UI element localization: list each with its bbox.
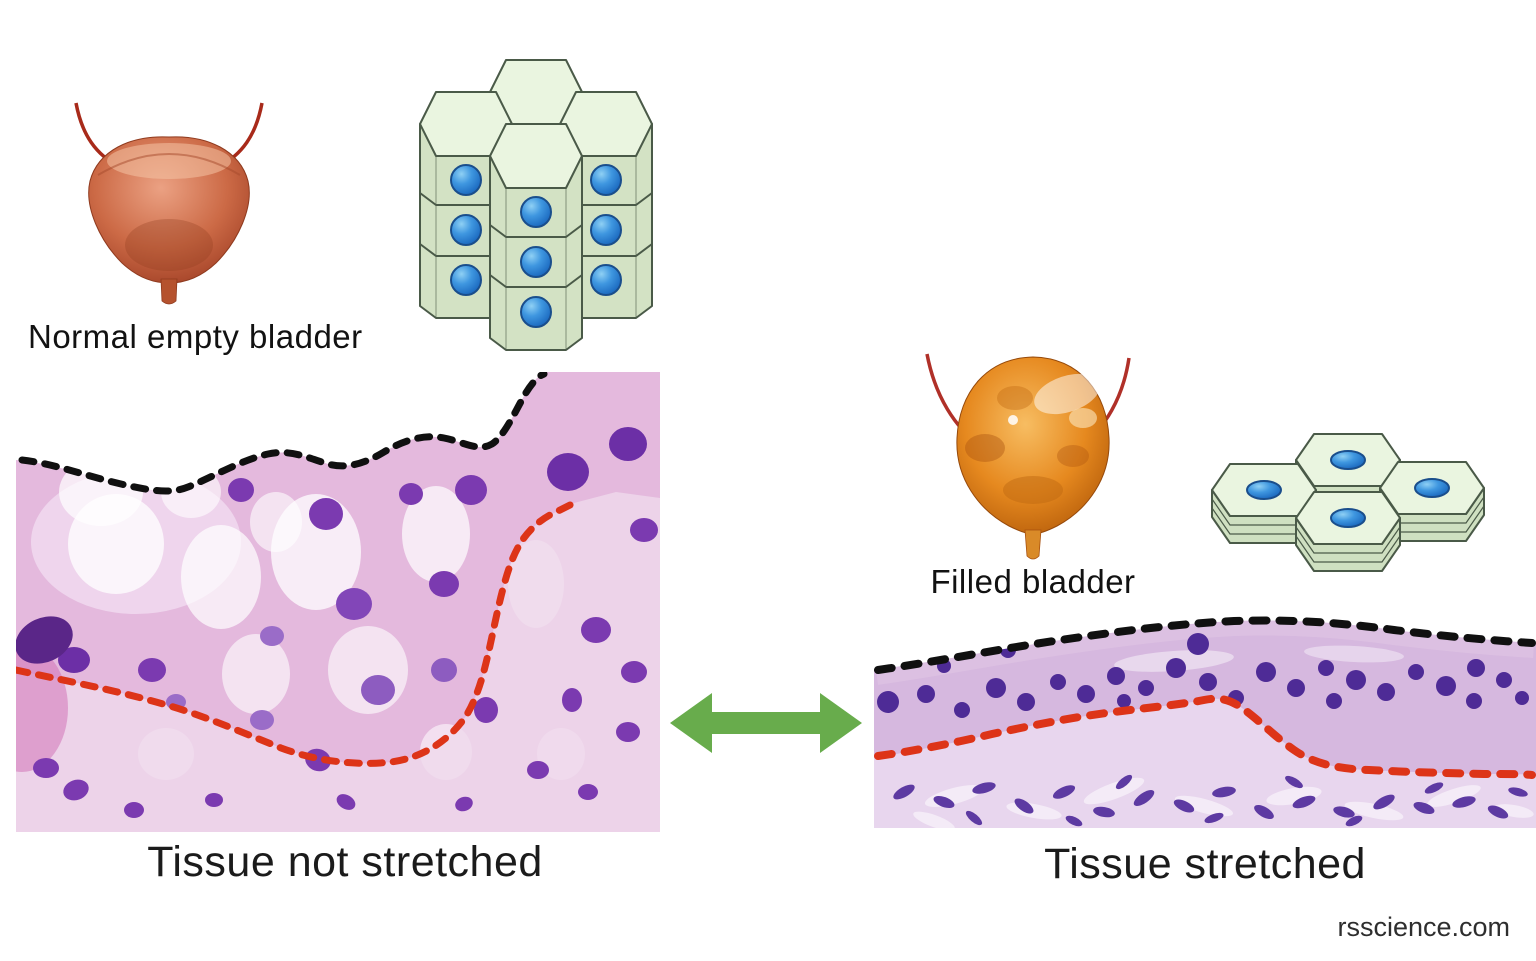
stacked-cells-diagram: [419, 59, 653, 351]
watermark: rsscience.com: [1337, 912, 1510, 942]
lumen-region: [16, 372, 544, 491]
cell-nuclei: [450, 164, 622, 328]
epithelial-nuclei: [877, 633, 1529, 718]
flat-cell-front: [1295, 491, 1401, 572]
arrow-shape: [670, 693, 862, 753]
stroma-region: [16, 492, 660, 832]
filled-bladder-label: Filled bladder: [930, 563, 1136, 600]
histology-stretched: [874, 606, 1536, 828]
surface-dashed-line: [18, 372, 548, 495]
basement-dashed-line: [16, 499, 578, 767]
flattened-cells-diagram: [1211, 433, 1485, 572]
bladder-highlight: [1034, 373, 1100, 415]
tissue-stretched-label: Tissue stretched: [1044, 840, 1366, 888]
empty-bladder-illustration: [74, 102, 264, 305]
double-arrow-icon: [670, 693, 862, 753]
urethra-stem: [160, 278, 178, 305]
filled-bladder-illustration: [925, 353, 1131, 560]
empty-bladder-label: Normal empty bladder: [28, 318, 363, 355]
stromal-nuclei: [893, 774, 1528, 827]
cell-nuclei: [1246, 450, 1450, 528]
dome-cell-cap-front: [489, 123, 583, 189]
bladder-shadow: [125, 219, 213, 271]
bladder-rim: [97, 153, 241, 176]
bladder-highlight: [107, 143, 231, 179]
basement-dashed-line: [874, 694, 1536, 779]
lumen-region: [874, 606, 1536, 670]
stroma-region: [874, 698, 1536, 828]
surface-dashed-line: [874, 616, 1536, 674]
histology-not-stretched: [16, 372, 660, 832]
urethra-stem: [1024, 529, 1042, 560]
tissue-not-stretched-label: Tissue not stretched: [147, 838, 543, 886]
